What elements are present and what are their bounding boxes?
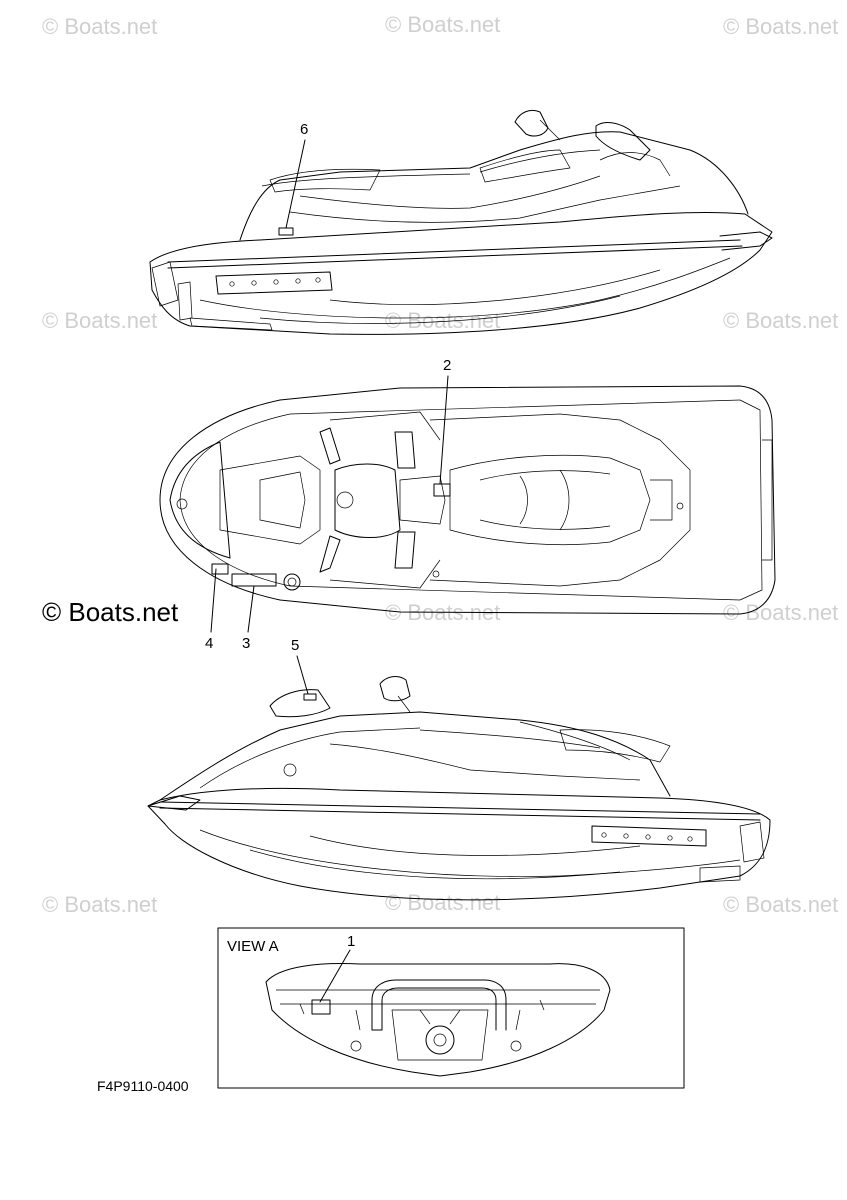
- watermark: © Boats.net: [42, 14, 158, 39]
- watercraft-rear-view: [265, 963, 611, 1077]
- callout-6: 6: [300, 121, 309, 138]
- watermark: © Boats.net: [723, 308, 839, 333]
- leader-lines: [210, 139, 449, 1003]
- view-a-frame: [217, 927, 685, 1089]
- watermark: © Boats.net: [723, 14, 839, 39]
- watermark: © Boats.net: [42, 892, 158, 917]
- diagram-part-code: F4P9110-0400: [97, 1078, 189, 1094]
- watermark: © Boats.net: [42, 308, 158, 333]
- watercraft-side-view-left: [147, 676, 771, 901]
- watercraft-side-view-right: [149, 109, 773, 335]
- watermark: © Boats.net: [385, 308, 501, 333]
- watermark: © Boats.net: [385, 890, 501, 915]
- watercraft-top-view: [159, 385, 776, 615]
- callout-3: 3: [242, 635, 251, 652]
- callout-1: 1: [347, 933, 356, 950]
- view-a-label: VIEW A: [227, 938, 279, 955]
- watermark: © Boats.net: [723, 892, 839, 917]
- watermark: © Boats.net: [723, 600, 839, 625]
- callout-2: 2: [443, 357, 452, 374]
- callout-5: 5: [291, 637, 300, 654]
- watermark-main: © Boats.net: [42, 597, 179, 627]
- callout-4: 4: [205, 635, 214, 652]
- watermark: © Boats.net: [385, 12, 501, 37]
